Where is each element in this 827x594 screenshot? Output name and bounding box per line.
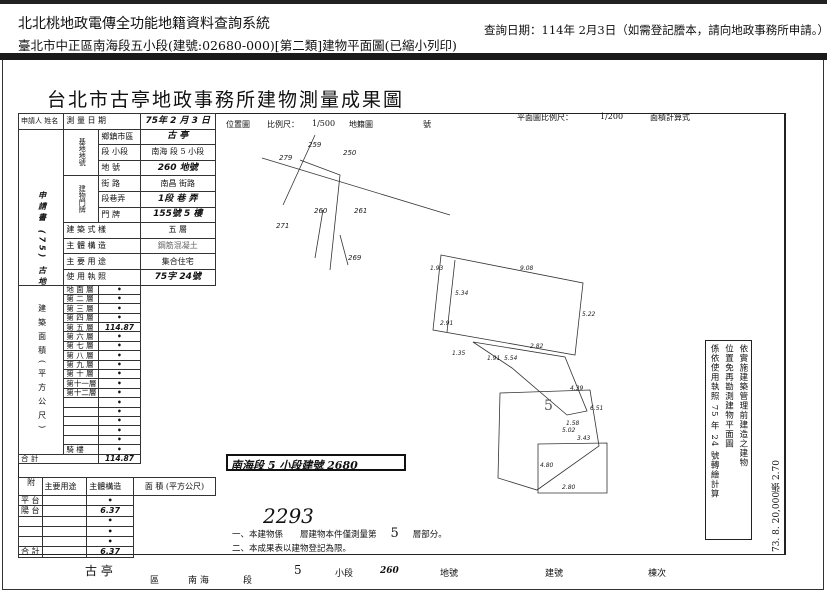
footer-building-suffix: 建號 <box>545 569 564 579</box>
location-scale: 1/500 <box>312 119 336 128</box>
footer-district: 古 亭 <box>85 564 113 578</box>
parcel-number: 250 <box>343 149 357 157</box>
plan-scale: 1/200 <box>600 112 624 121</box>
footer-unit-suffix: 棟次 <box>648 569 667 579</box>
accessory-area-header: 面 積 (平方公尺) <box>133 477 216 496</box>
handwritten-number: 2293 <box>263 504 314 528</box>
footer-subsection: 5 <box>294 563 302 577</box>
document-subtitle: 臺北市中正區南海段五小段(建號:02680-000)[第二類]建物平面圖(已縮小… <box>18 38 457 53</box>
number-label: 門 牌 <box>98 206 141 224</box>
dimension-label: 4.80 <box>540 462 554 469</box>
side-note-line: 係依使用執照 75 年 24 號轉繪計算 <box>709 344 720 499</box>
interior-line <box>446 259 456 333</box>
dimension-label: 5.02 <box>562 427 576 434</box>
note-1: 一、本建物係 層建物本件僅測量第 5 層部分。 <box>232 526 447 541</box>
footer-lot-suffix: 地號 <box>440 569 459 579</box>
dimension-label: 9.08 <box>520 265 534 272</box>
document-title: 台北市古亭地政事務所建物測量成果圖 <box>47 89 405 111</box>
dimension-label: 1.58 <box>566 420 580 427</box>
footer-section-suffix: 段 <box>243 576 253 586</box>
parcel-number: 279 <box>279 154 293 162</box>
number-suffix: 號 <box>423 120 431 129</box>
note-1-text: 一、本建物係 層建物本件僅測量第 <box>232 530 377 540</box>
plan-scale-label: 平面圖比例尺： <box>517 113 573 122</box>
total-label: 合 計 <box>17 453 100 464</box>
floor-row: 建築面積(平方公尺)地 面 層• <box>17 284 216 455</box>
address-group-label: 建物門牌 <box>63 175 100 224</box>
note-1-end: 層部分。 <box>412 530 447 540</box>
area-group-label: 建築面積(平方公尺) <box>17 284 65 455</box>
permit-value: 75字 24號 <box>139 268 216 286</box>
footer-lot: 260 <box>380 566 399 576</box>
dimension-label: 1.93 <box>430 265 444 272</box>
parcel-number: 259 <box>308 141 322 149</box>
location-map-lines <box>261 134 451 271</box>
note-1-floor: 5 <box>390 526 399 541</box>
floor-number-label: 5 <box>544 398 553 414</box>
window-top-bar <box>0 0 827 4</box>
parcel-number: 271 <box>276 222 289 230</box>
dimension-label: 1.91 <box>487 355 500 362</box>
dimension-label: 2.82 <box>530 343 544 350</box>
dimension-label: 2.91 <box>440 320 453 327</box>
cadastral-label: 地籍圖 <box>349 120 373 129</box>
side-note-box: 依實施建築管理前建造之建物 位置免再勘測建物平面圖 係依使用執照 75 年 24… <box>705 340 752 540</box>
dimension-label: 6.51 <box>590 405 603 412</box>
system-title: 北北桃地政電傳全功能地籍資料查詢系統 <box>18 16 270 32</box>
footer-subsection-suffix: 小段 <box>335 569 354 579</box>
scale-label: 比例尺： <box>267 120 299 129</box>
dimension-label: 5.34 <box>455 290 469 297</box>
dimension-label: 1.35 <box>452 350 466 357</box>
dimension-label: 4.39 <box>570 385 584 392</box>
note-2: 二、本成果表以建物登記為限。 <box>232 544 352 554</box>
side-note-line: 位置免再勘測建物平面圖 <box>723 344 734 449</box>
dimension-label: 2.80 <box>562 484 576 491</box>
area-method-label: 面積計算式 <box>650 113 690 122</box>
ground-floor-outline <box>432 254 584 356</box>
building-number-stamp: 南海段 5 小段建號 2680 <box>226 454 406 472</box>
application-cell: 申請書 (75) 古地二字第 717 號 <box>17 128 65 286</box>
accessory-total-value: 6.37 <box>86 546 134 558</box>
upper-floor-outline <box>472 341 600 491</box>
dimension-label: 5.54 <box>504 355 518 362</box>
total-value: 114.87 <box>98 453 141 464</box>
page-header: 北北桃地政電傳全功能地籍資料查詢系統 臺北市中正區南海段五小段(建號:02680… <box>0 4 827 53</box>
location-map-label: 位置圖 <box>226 120 250 129</box>
dimension-label: 3.43 <box>577 435 591 442</box>
print-mark: 73. 8. 20,000張 2.70 <box>772 460 782 553</box>
query-date: 查詢日期：114年 2月3日（如需登記謄本，請向地政事務所申請。） <box>484 23 827 37</box>
parcel-number: 261 <box>354 207 367 215</box>
side-note-line: 依實施建築管理前建造之建物 <box>737 344 748 468</box>
footer-section: 南 海 <box>188 576 209 586</box>
footer-district-suffix: 區 <box>150 576 160 586</box>
parcel-number: 269 <box>348 254 362 262</box>
balcony-outline <box>537 442 608 494</box>
header-divider <box>0 53 827 60</box>
parcel-number: 260 <box>314 207 328 215</box>
dimension-label: 5.22 <box>582 311 596 318</box>
accessory-table: 附屬建物 主要用途 主體構造 面 積 (平方公尺) 平 台•陽 台6.37•••… <box>18 477 216 558</box>
application-ref: 申請書 (75) 古地二字第 717 號 <box>37 190 47 286</box>
